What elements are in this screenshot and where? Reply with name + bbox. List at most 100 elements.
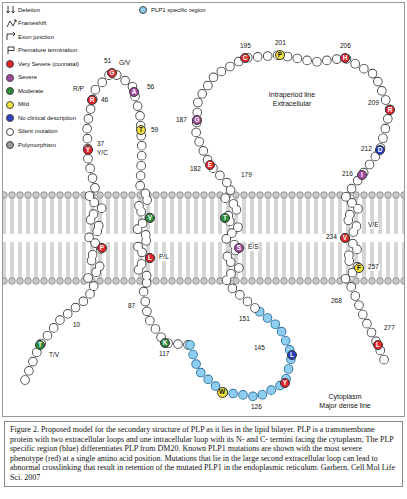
residue-number: T/V — [48, 352, 60, 359]
legend-row: Polymorphism — [6, 141, 56, 149]
residue-number: 212 — [360, 146, 373, 153]
exon-junction-symbol — [7, 32, 15, 40]
residue-letter: K — [163, 340, 168, 347]
region-label: Major dense line — [318, 402, 371, 409]
legend-swatch — [6, 87, 14, 95]
residue-letter: A — [132, 89, 137, 96]
legend-text: No clinical description — [18, 115, 76, 122]
legend-text: Polymorphism — [18, 142, 56, 149]
legend-swatch — [6, 74, 14, 82]
legend-row: Exon junction — [6, 33, 54, 41]
residue-letter: Y — [86, 147, 90, 154]
legend-swatch — [6, 128, 14, 136]
legend-text: Frameshift — [18, 20, 46, 27]
residue-number: 268 — [330, 298, 343, 305]
residue-circle: R — [385, 105, 395, 115]
deletion-symbol — [7, 6, 15, 13]
residue-letter: R — [90, 97, 95, 104]
residue-circle: A — [129, 87, 139, 97]
residue-number: Y/C — [96, 150, 109, 157]
legend-swatch — [139, 6, 147, 14]
residue-circle: C — [240, 53, 250, 63]
residue-letter: I — [361, 172, 363, 179]
figure-frame — [3, 3, 405, 417]
figure-caption: Figure 2. Proposed model for the seconda… — [4, 421, 403, 487]
residue-number: 126 — [250, 404, 263, 411]
legend-row: Moderate — [6, 87, 43, 95]
legend-symbol-space — [6, 33, 14, 41]
legend-swatch — [6, 141, 14, 149]
residue-number: 87 — [127, 303, 136, 310]
residue-number: 46 — [100, 97, 109, 104]
residue-number: 234 — [325, 234, 338, 241]
residue-circle: E — [205, 160, 215, 170]
residue-circle: T — [35, 340, 45, 350]
legend-row: Frameshift — [6, 20, 46, 28]
legend-text: Mild — [18, 101, 29, 108]
legend-symbol-space — [6, 20, 14, 28]
residue-number: E/S — [247, 244, 259, 251]
residue-letter: F — [357, 265, 361, 272]
residue-number: 216 — [341, 171, 354, 178]
residue-circle: F — [354, 263, 364, 273]
residue-letter: E — [208, 162, 212, 169]
residue-number: 51 — [103, 58, 112, 65]
legend-swatch — [6, 60, 14, 68]
residue-letter: P — [100, 245, 104, 252]
legend-swatch — [6, 101, 14, 109]
legend-text: Moderate — [18, 88, 43, 95]
residue-circle: H — [340, 53, 350, 63]
residue-letter: C — [243, 55, 248, 62]
residue-circle: Y — [280, 378, 290, 388]
residue-number: 117 — [158, 351, 170, 358]
residue-letter: T — [139, 127, 143, 134]
legend-row: Very Severe (connatal) — [6, 60, 79, 68]
legend-text: PLP1 specific region — [151, 7, 206, 14]
legend-text: Deletion — [18, 7, 40, 14]
residue-number: R/P — [72, 86, 85, 93]
residue-letter: T — [38, 342, 42, 349]
residue-number: 10 — [72, 322, 81, 329]
residue-letter: G — [109, 70, 114, 77]
legend-row: Silent mutation — [6, 128, 58, 136]
legend-symbol-space — [6, 6, 14, 14]
legend-row: Premature termination — [6, 47, 77, 55]
legend-text: Severe — [18, 74, 37, 81]
residue-number: 195 — [239, 43, 252, 50]
residue-circle: S — [234, 243, 244, 253]
residue-letter: R — [388, 107, 393, 114]
residue-letter: V — [148, 215, 152, 222]
legend-symbol-space — [6, 47, 14, 55]
residue-circle: R — [87, 95, 97, 105]
residue-circle: Y — [83, 145, 93, 155]
residue-letter: G — [194, 117, 199, 124]
residue-circle: T — [136, 125, 146, 135]
legend-text: Premature termination — [18, 47, 77, 54]
residue-circle: V — [145, 213, 155, 223]
residue-number: 206 — [339, 43, 352, 50]
residue-circle: P — [275, 50, 285, 60]
residue-letter: Y — [283, 380, 287, 387]
legend-swatch — [6, 114, 14, 122]
residue-number: 56 — [146, 84, 155, 91]
residue-circle: I — [357, 170, 367, 180]
residue-number: 179 — [240, 172, 253, 179]
residue-number: 182 — [189, 166, 202, 173]
residue-circle: L — [373, 340, 383, 350]
frameshift-symbol — [7, 20, 16, 27]
protein-chain — [25, 55, 390, 397]
residue-circle: T — [220, 213, 230, 223]
residue-letter: L — [376, 342, 380, 349]
residue-number: 201 — [274, 40, 287, 47]
residue-circle: V — [340, 233, 350, 243]
residue-letter: W — [219, 389, 225, 396]
legend-text: Very Severe (connatal) — [18, 61, 79, 68]
residue-circle: K — [160, 338, 170, 348]
residue-letter: L — [290, 352, 294, 359]
residue-number: 59 — [150, 127, 159, 134]
residue-circle: L — [287, 350, 297, 360]
residue-letter: T — [223, 215, 227, 222]
residue-number: 37 — [96, 141, 105, 148]
residue-letter: P — [278, 52, 282, 59]
